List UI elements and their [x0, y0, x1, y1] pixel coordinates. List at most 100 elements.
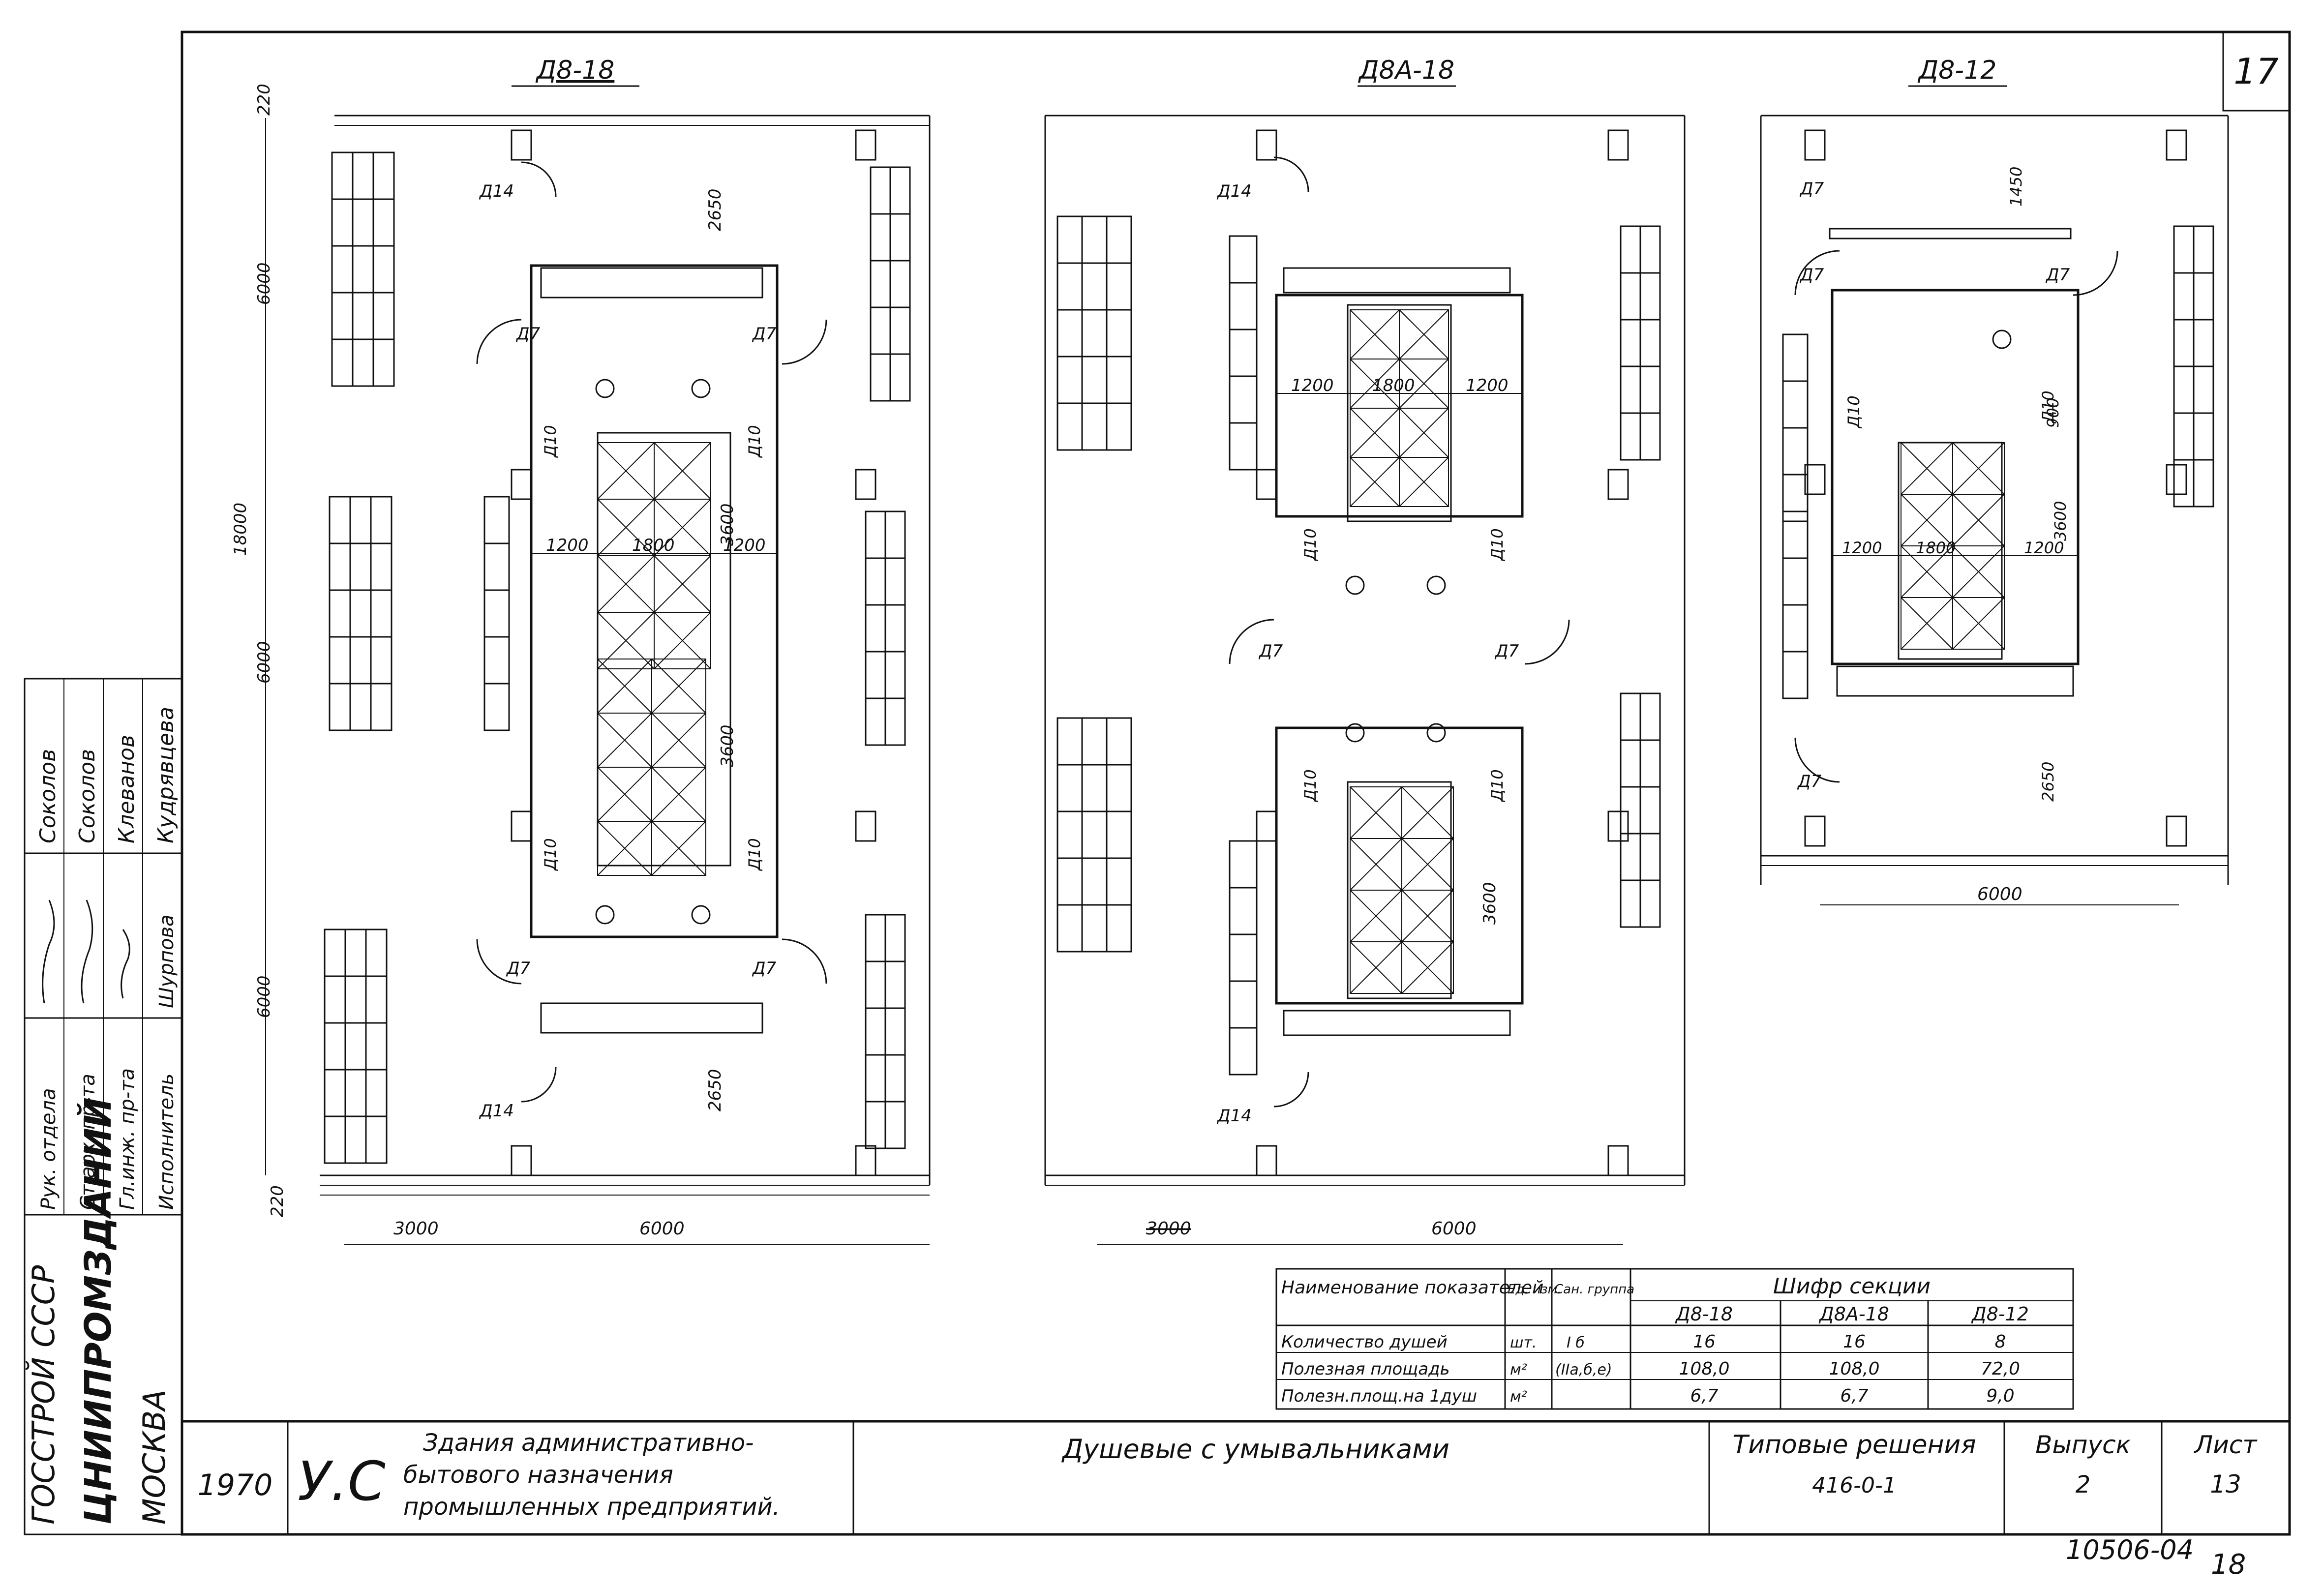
value-cell: 72,0 — [1981, 1359, 2020, 1379]
door-mark: Д10 — [2039, 390, 2057, 424]
corner-number: 17 — [2233, 51, 2279, 92]
building-line: Здания административно- — [423, 1429, 754, 1457]
door-mark: Д10 — [745, 838, 764, 871]
dim-label: 1200 — [723, 536, 766, 555]
shower-cell — [1952, 597, 2005, 650]
dim-label: 6000 — [1977, 884, 2022, 904]
door-mark: Д10 — [1844, 395, 1863, 429]
row-unit: м² — [1510, 1388, 1527, 1406]
row-name: Полезная площадь — [1281, 1359, 1450, 1379]
year: 1970 — [198, 1468, 273, 1502]
dim-label: 6000 — [1431, 1219, 1477, 1239]
series-label: Типовые решения — [1732, 1430, 1976, 1460]
row-group: I б — [1567, 1334, 1585, 1351]
door-mark: Д7 — [515, 324, 541, 344]
issue-value: 2 — [2076, 1471, 2091, 1498]
dim-label: 3000 — [1146, 1219, 1191, 1239]
sheet-label: Лист — [2194, 1431, 2258, 1459]
name-label: Кудрявцева — [153, 707, 179, 843]
door-mark: Д14 — [479, 181, 514, 201]
header-unit: Ед. изм. — [1508, 1282, 1562, 1297]
plan-d8-12: Д8-12 1450 900 3600 1200 1800 1200 2650 … — [1760, 56, 2229, 905]
name-label: Соколов — [35, 749, 60, 843]
org-gosstroy: ГОССТРОЙ СССР — [25, 1265, 61, 1525]
door-mark: Д7 — [1258, 641, 1283, 661]
door-mark: Д7 — [506, 959, 531, 978]
value-cell: 9,0 — [1986, 1386, 2014, 1406]
indicators-table: Наименование показателей Ед. изм. Сан. г… — [1275, 1268, 2074, 1410]
header-name: Наименование показателей — [1281, 1278, 1543, 1298]
building-line: промышленных предприятий. — [403, 1493, 780, 1521]
row-name: Количество душей — [1281, 1332, 1448, 1352]
dim-label: 1200 — [1291, 376, 1334, 395]
door-mark: Д14 — [1216, 181, 1252, 201]
door-mark: Д10 — [1488, 769, 1507, 803]
door-mark: Д7 — [1799, 265, 1824, 285]
door-mark: Д7 — [2045, 265, 2070, 285]
value-cell: 6,7 — [1690, 1386, 1718, 1406]
door-mark: Д10 — [745, 425, 764, 458]
sheet-value: 13 — [2210, 1470, 2241, 1498]
door-mark: Д10 — [1301, 769, 1320, 803]
section-header: Д8А-18 — [1818, 1303, 1889, 1325]
dim-label: 6000 — [254, 641, 274, 684]
name-label: Клеванов — [114, 735, 139, 843]
dim-label: 1450 — [2007, 167, 2025, 207]
dim-label: 1200 — [2024, 539, 2064, 557]
door-mark: Д7 — [752, 959, 777, 978]
role-label: Исполнитель — [155, 1074, 178, 1210]
dim-label: 18000 — [231, 503, 250, 556]
locker-bank — [483, 496, 510, 731]
locker-bank — [324, 929, 388, 1164]
locker-bank — [329, 496, 392, 731]
locker-bank — [1056, 717, 1132, 953]
dim-label: 1800 — [1372, 376, 1415, 395]
row-group: (IIа,б,е) — [1555, 1361, 1612, 1378]
building-line: бытового назначения — [403, 1461, 673, 1489]
door-mark: Д10 — [1488, 528, 1507, 562]
dim-label: 2650 — [2039, 762, 2057, 802]
door-mark: Д7 — [1797, 772, 1822, 791]
name-label: Соколов — [75, 749, 100, 843]
project-mark: У.С — [298, 1450, 386, 1513]
dim-label: 3600 — [718, 503, 737, 546]
door-mark: Д7 — [752, 324, 777, 344]
plan-title: Д8-18 — [536, 56, 615, 85]
locker-bank — [1056, 215, 1132, 451]
door-mark: Д14 — [479, 1101, 514, 1121]
locker-bank — [1229, 840, 1258, 1076]
dim-label: 6000 — [254, 262, 274, 305]
plan-title: Д8-12 — [1918, 56, 1997, 85]
dim-label: 1200 — [1466, 376, 1509, 395]
sheet-title: Душевые с умывальниками — [1061, 1434, 1449, 1465]
dim-label: 1800 — [1916, 539, 1956, 557]
role-label: Гл.инж. пр-та — [116, 1068, 139, 1210]
row-name: Полезн.площ.на 1душ — [1281, 1386, 1477, 1406]
approval-panel: Рук. отдела Ст.арх. пр-та Гл.инж. пр-та … — [24, 678, 183, 1535]
dim-label: 3600 — [2051, 501, 2070, 541]
dim-label: 1200 — [1842, 539, 1882, 557]
header-cipher: Шифр секции — [1773, 1274, 1931, 1299]
dim-label: 220 — [268, 1185, 287, 1217]
door-mark: Д10 — [541, 838, 560, 871]
stamp-code: 10506-04 — [2066, 1534, 2194, 1565]
value-cell: 108,0 — [1679, 1359, 1729, 1379]
dim-label: 2650 — [705, 188, 725, 231]
dim-label: 1200 — [546, 536, 589, 555]
dim-label: 3600 — [1480, 882, 1500, 925]
dim-label: 6000 — [254, 975, 274, 1018]
shower-cell — [651, 821, 706, 876]
door-mark: Д10 — [541, 425, 560, 458]
signature-icon — [42, 899, 55, 1004]
stamp-page: 18 — [2211, 1549, 2246, 1581]
signature-icon — [81, 899, 93, 1004]
dim-label: 1800 — [632, 536, 675, 555]
locker-bank — [1229, 235, 1258, 471]
shower-cell — [1399, 457, 1449, 507]
dim-label: 6000 — [639, 1219, 685, 1239]
value-cell: 16 — [1693, 1332, 1716, 1352]
signature-icon — [121, 929, 130, 999]
series-code: 416-0-1 — [1812, 1473, 1897, 1498]
value-cell: 16 — [1843, 1332, 1866, 1352]
